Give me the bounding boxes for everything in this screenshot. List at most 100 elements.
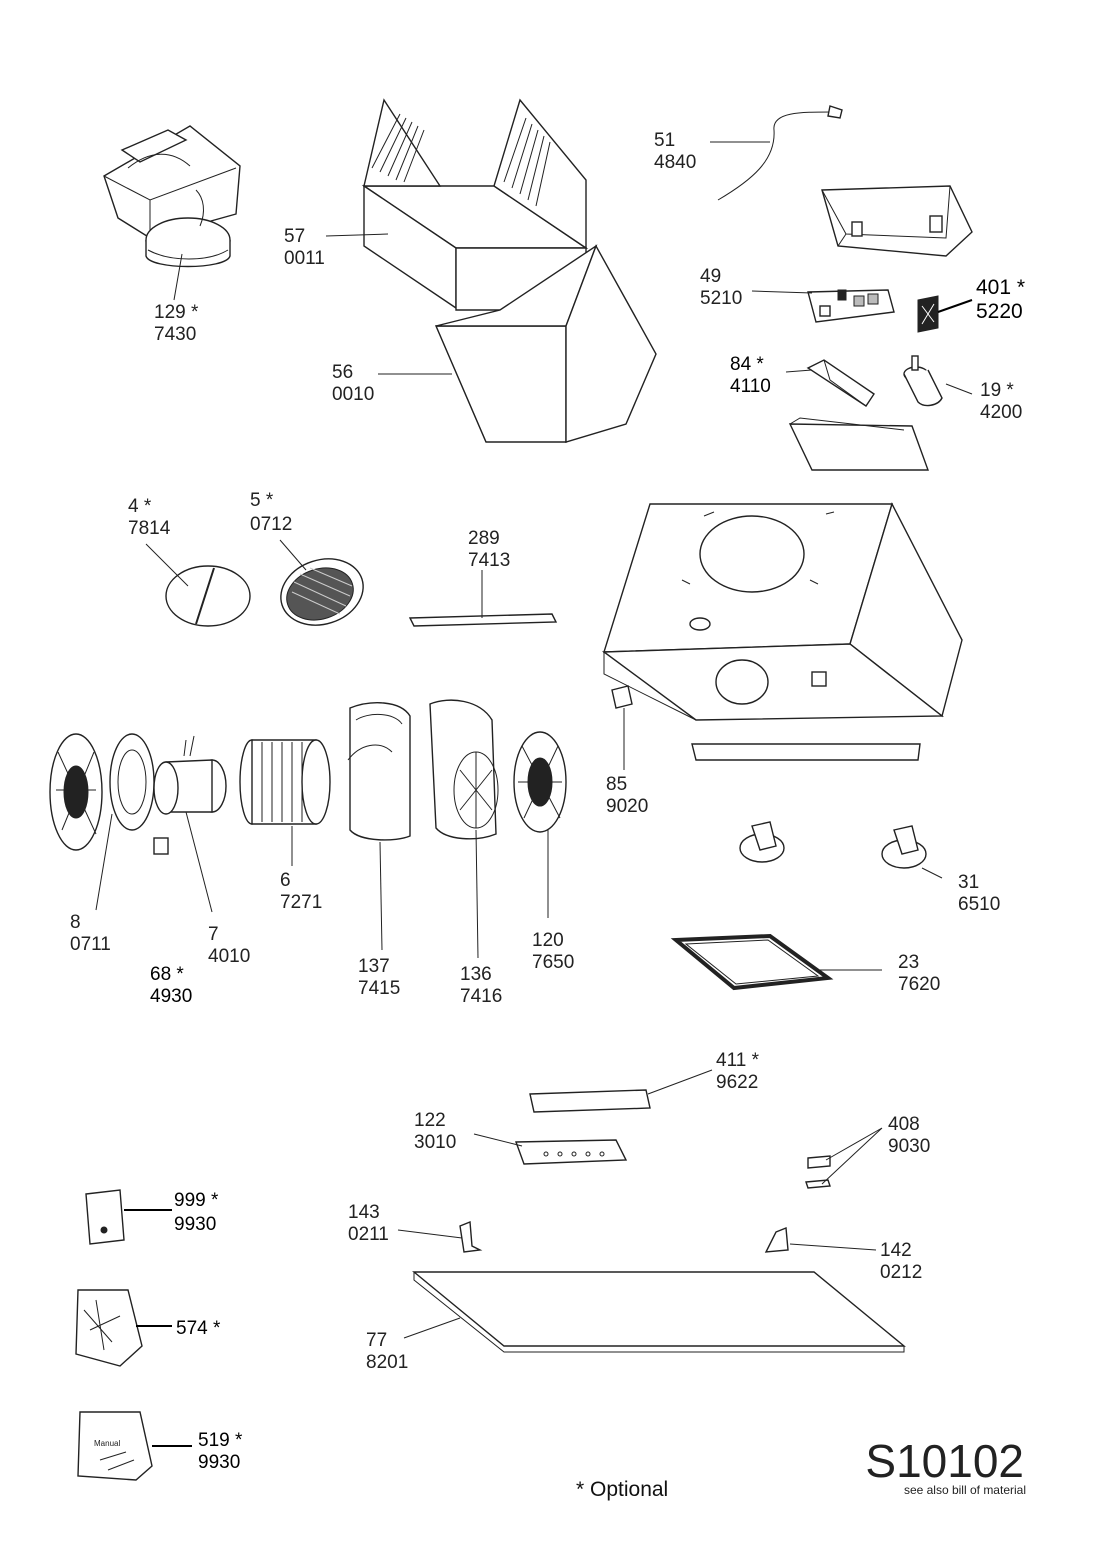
label-51-code: 4840 (654, 152, 696, 173)
part-122-drawing (515, 1139, 628, 1165)
part-49-drawing (807, 289, 895, 323)
label-122-code: 3010 (414, 1132, 456, 1153)
label-120-num: 120 (532, 930, 564, 951)
label-57-code: 0011 (284, 248, 325, 269)
label-85-code: 9020 (606, 796, 648, 817)
part-401-drawing (917, 295, 939, 333)
part-142-drawing (764, 1227, 789, 1253)
label-574-num: 574 * (176, 1318, 221, 1339)
label-142-num: 142 (880, 1240, 912, 1261)
label-129-num: 129 * (154, 302, 199, 323)
label-84-num: 84 * (730, 354, 764, 375)
part-6-drawing (239, 739, 331, 825)
part-hood-body-drawing (601, 502, 963, 721)
part-4-drawing (165, 565, 251, 627)
label-999-num: 999 * (174, 1190, 219, 1211)
part-5-drawing (280, 558, 364, 626)
label-68-code: 4930 (150, 986, 192, 1007)
label-136-num: 136 (460, 964, 492, 985)
part-23-drawing (670, 933, 834, 991)
part-129-drawing (103, 125, 241, 268)
optional-note: * Optional (576, 1478, 669, 1501)
label-999-code: 9930 (174, 1214, 216, 1235)
label-85-num: 85 (606, 774, 627, 795)
part-84-drawing (806, 359, 875, 407)
label-289-num: 289 (468, 528, 500, 549)
label-23-code: 7620 (898, 974, 940, 995)
label-519-code: 9930 (198, 1452, 240, 1473)
part-143-drawing (459, 1220, 483, 1253)
label-7-num: 7 (208, 924, 219, 945)
label-122-num: 122 (414, 1110, 446, 1131)
part-77-drawing (412, 1271, 906, 1353)
label-137-num: 137 (358, 956, 390, 977)
label-84-code: 4110 (730, 376, 771, 397)
part-8-drawing (49, 733, 103, 851)
label-31-num: 31 (958, 872, 979, 893)
part-31-drawing (739, 821, 927, 869)
part-137-drawing (347, 702, 411, 841)
part-electrical-box-drawing (821, 185, 973, 257)
label-137-code: 7415 (358, 978, 400, 999)
label-411-code: 9622 (716, 1072, 758, 1093)
label-49-num: 49 (700, 266, 721, 287)
part-motor-plate-drawing (109, 733, 155, 831)
label-120-code: 7650 (532, 952, 574, 973)
label-8-num: 8 (70, 912, 81, 933)
label-289-code: 7413 (468, 550, 510, 571)
label-129-code: 7430 (154, 324, 196, 345)
label-19-code: 4200 (980, 402, 1022, 423)
part-51-drawing (717, 105, 843, 201)
part-tray-drawing (788, 417, 929, 471)
part-411-drawing (529, 1089, 651, 1113)
label-6-code: 7271 (280, 892, 322, 913)
label-31-code: 6510 (958, 894, 1000, 915)
manual-bag-label: Manual (94, 1439, 120, 1448)
label-408-num: 408 (888, 1114, 920, 1135)
label-5-code: 0712 (250, 514, 292, 535)
label-142-code: 0212 (880, 1262, 922, 1283)
part-lower-rail-drawing (691, 743, 921, 761)
label-519-num: 519 * (198, 1430, 243, 1451)
label-57-num: 57 (284, 226, 305, 247)
label-8-code: 0711 (70, 934, 111, 955)
label-143-num: 143 (348, 1202, 380, 1223)
label-23-num: 23 (898, 952, 919, 973)
part-136-drawing (429, 699, 499, 840)
label-408-code: 9030 (888, 1136, 930, 1157)
label-136-code: 7416 (460, 986, 502, 1007)
label-56-code: 0010 (332, 384, 374, 405)
leader-lines (95, 141, 973, 1447)
part-574-drawing (75, 1289, 143, 1367)
label-5-num: 5 * (250, 490, 274, 511)
part-7-drawing (153, 735, 227, 815)
part-519-drawing: Manual (77, 1411, 153, 1481)
label-143-code: 0211 (348, 1224, 389, 1245)
see-also-note: see also bill of material (903, 1483, 1026, 1497)
label-19-num: 19 * (980, 380, 1014, 401)
part-labels: 51 4840 57 0011 129 * 7430 49 5210 401 *… (70, 130, 1025, 1473)
label-56-num: 56 (332, 362, 353, 383)
label-4-num: 4 * (128, 496, 152, 517)
part-85-drawing (611, 685, 633, 709)
label-401-num: 401 * (976, 276, 1025, 299)
label-7-code: 4010 (208, 946, 250, 967)
label-411-num: 411 * (716, 1050, 760, 1071)
label-401-code: 5220 (976, 300, 1023, 323)
part-999-drawing (85, 1189, 125, 1245)
label-77-num: 77 (366, 1330, 387, 1351)
label-4-code: 7814 (128, 518, 171, 539)
label-77-code: 8201 (366, 1352, 408, 1373)
part-19-drawing (903, 355, 943, 407)
label-6-num: 6 (280, 870, 291, 891)
part-68-drawing (153, 837, 169, 855)
label-68-num: 68 * (150, 964, 184, 985)
part-56-drawing (434, 244, 657, 443)
label-51-num: 51 (654, 130, 675, 151)
model-number: S10102 (865, 1435, 1024, 1487)
label-49-code: 5210 (700, 288, 742, 309)
part-289-drawing (408, 613, 558, 627)
part-408-drawing (805, 1155, 831, 1189)
part-120-drawing (513, 731, 567, 833)
